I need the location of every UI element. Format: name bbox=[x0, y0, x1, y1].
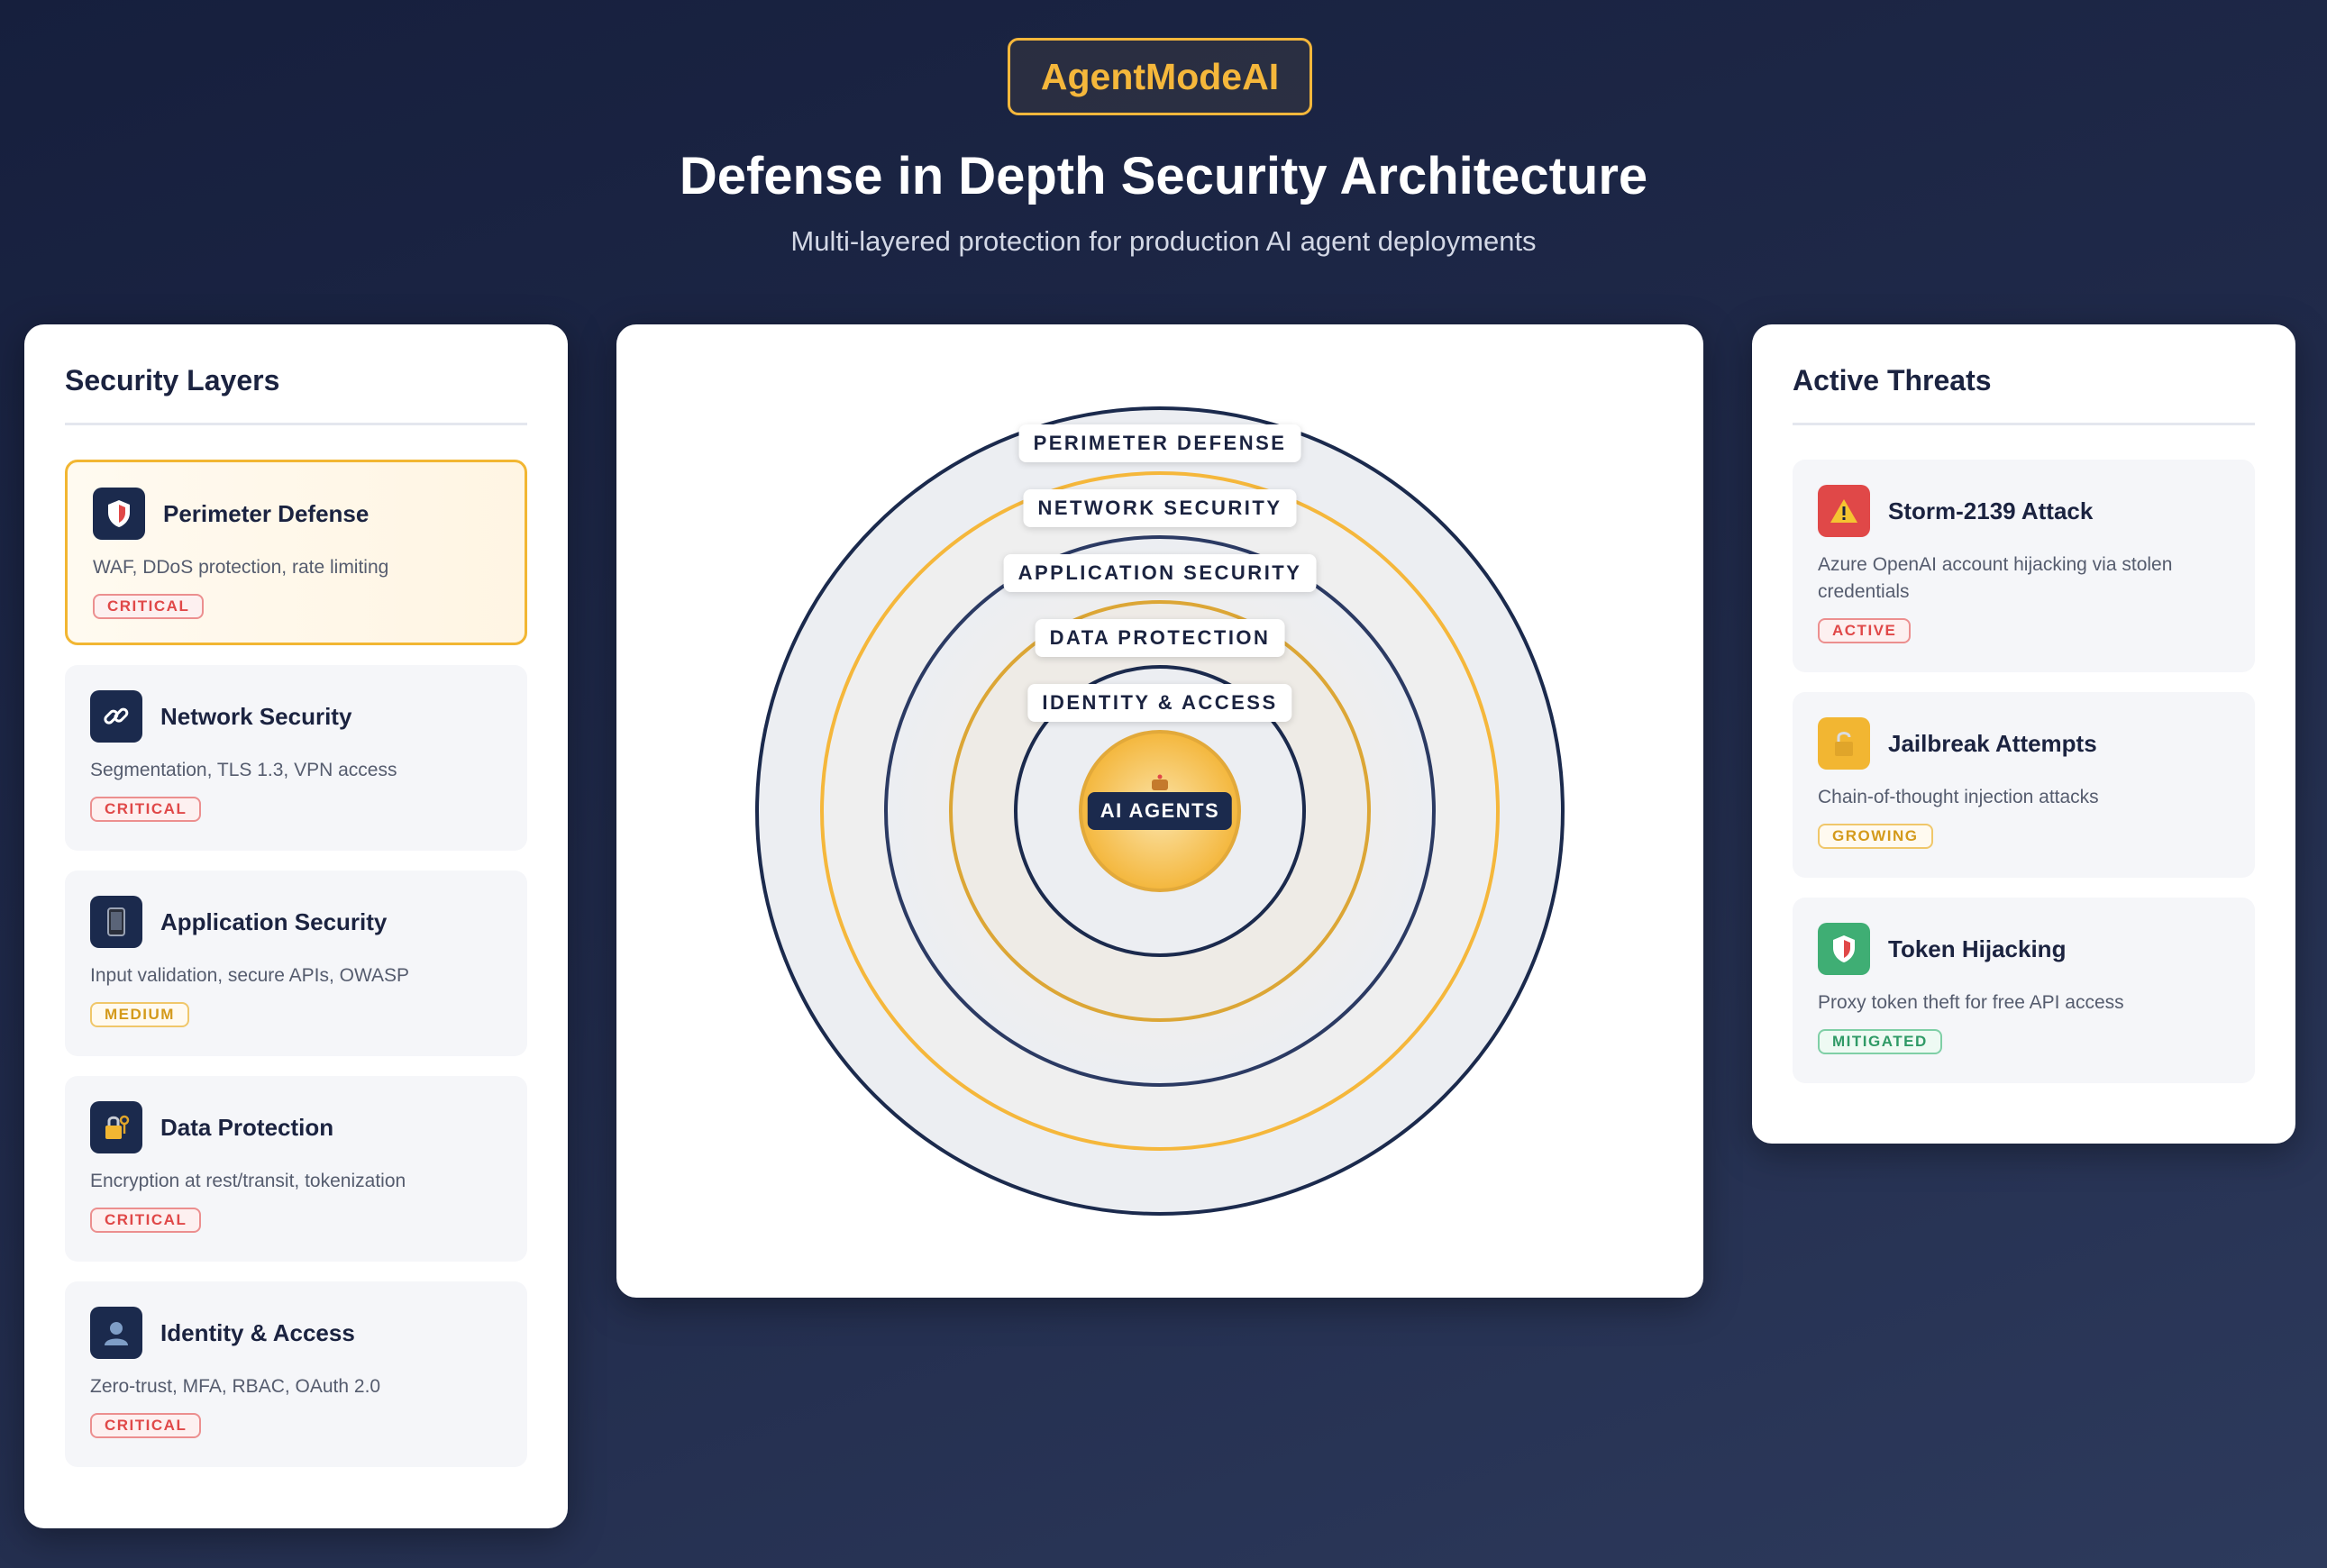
layer-card-perimeter-defense[interactable]: Perimeter Defense WAF, DDoS protection, … bbox=[65, 460, 527, 645]
layer-card-data-protection[interactable]: Data Protection Encryption at rest/trans… bbox=[65, 1076, 527, 1262]
phone-icon bbox=[90, 896, 142, 948]
lock-key-icon bbox=[90, 1101, 142, 1153]
user-icon bbox=[90, 1307, 142, 1359]
security-layers-panel: Security Layers Perimeter Defense WAF, D… bbox=[24, 324, 568, 1528]
core-label-ai-agents: AI AGENTS bbox=[1087, 792, 1233, 830]
divider bbox=[1793, 423, 2255, 425]
link-icon bbox=[90, 690, 142, 743]
layer-description: Encryption at rest/transit, tokenization bbox=[90, 1171, 406, 1191]
layer-description: Segmentation, TLS 1.3, VPN access bbox=[90, 760, 397, 780]
layer-title: Perimeter Defense bbox=[163, 500, 370, 527]
security-layers-heading: Security Layers bbox=[65, 364, 280, 397]
layer-card-identity-access[interactable]: Identity & Access Zero-trust, MFA, RBAC,… bbox=[65, 1281, 527, 1467]
ring-label-application-security: APPLICATION SECURITY bbox=[1003, 554, 1317, 592]
status-badge: ACTIVE bbox=[1818, 618, 1912, 643]
severity-badge: CRITICAL bbox=[90, 797, 202, 822]
threat-card-jailbreak[interactable]: Jailbreak Attempts Chain-of-thought inje… bbox=[1793, 692, 2255, 878]
ring-label-network-security: NETWORK SECURITY bbox=[1023, 489, 1297, 527]
page-subtitle: Multi-layered protection for production … bbox=[790, 225, 1537, 257]
layer-description: Input validation, secure APIs, OWASP bbox=[90, 965, 410, 986]
active-threats-panel: Active Threats Storm-2139 Attack Azure O… bbox=[1752, 324, 2295, 1144]
layer-title: Application Security bbox=[160, 908, 388, 935]
status-badge: GROWING bbox=[1818, 824, 1933, 849]
ring-label-identity-access: IDENTITY & ACCESS bbox=[1027, 684, 1292, 722]
layer-title: Network Security bbox=[160, 703, 352, 730]
brand-logo: AgentModeAI bbox=[1008, 38, 1312, 115]
unlock-icon bbox=[1818, 717, 1870, 770]
layer-card-application-security[interactable]: Application Security Input validation, s… bbox=[65, 871, 527, 1056]
threat-title: Storm-2139 Attack bbox=[1888, 497, 2094, 524]
ring-label-perimeter-defense: PERIMETER DEFENSE bbox=[1018, 424, 1301, 462]
severity-badge: CRITICAL bbox=[90, 1208, 202, 1233]
threat-title: Token Hijacking bbox=[1888, 935, 2067, 962]
severity-badge: CRITICAL bbox=[90, 1413, 202, 1438]
robot-icon bbox=[1149, 774, 1171, 798]
warning-icon bbox=[1818, 485, 1870, 537]
threat-title: Jailbreak Attempts bbox=[1888, 730, 2097, 757]
shield-icon bbox=[1818, 923, 1870, 975]
ring-label-data-protection: DATA PROTECTION bbox=[1035, 619, 1285, 657]
divider bbox=[65, 423, 527, 425]
page-title: Defense in Depth Security Architecture bbox=[679, 147, 1648, 205]
layer-card-network-security[interactable]: Network Security Segmentation, TLS 1.3, … bbox=[65, 665, 527, 851]
status-badge: MITIGATED bbox=[1818, 1029, 1942, 1054]
defense-diagram-panel: PERIMETER DEFENSE NETWORK SECURITY APPLI… bbox=[616, 324, 1703, 1298]
threat-card-token-hijacking[interactable]: Token Hijacking Proxy token theft for fr… bbox=[1793, 898, 2255, 1083]
threat-card-storm-2139[interactable]: Storm-2139 Attack Azure OpenAI account h… bbox=[1793, 460, 2255, 672]
threat-description: Azure OpenAI account hijacking via stole… bbox=[1818, 554, 2173, 602]
layer-description: WAF, DDoS protection, rate limiting bbox=[93, 557, 389, 578]
active-threats-heading: Active Threats bbox=[1793, 364, 1992, 397]
layer-description: Zero-trust, MFA, RBAC, OAuth 2.0 bbox=[90, 1376, 381, 1397]
threat-description: Proxy token theft for free API access bbox=[1818, 992, 2124, 1013]
layer-title: Data Protection bbox=[160, 1114, 334, 1141]
severity-badge: MEDIUM bbox=[90, 1002, 189, 1027]
layer-title: Identity & Access bbox=[160, 1319, 355, 1346]
threat-description: Chain-of-thought injection attacks bbox=[1818, 787, 2099, 807]
severity-badge: CRITICAL bbox=[93, 594, 205, 619]
shield-icon bbox=[93, 488, 145, 540]
